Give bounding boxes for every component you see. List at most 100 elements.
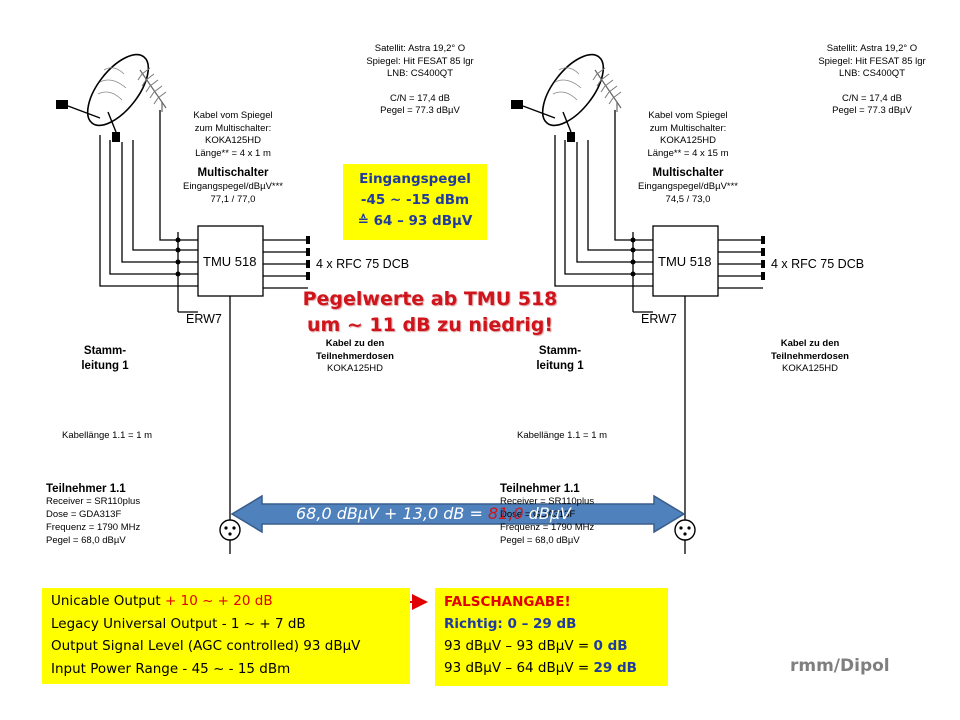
stamm-line2-left: leitung 1 bbox=[81, 360, 129, 372]
kabel-sub-right: zum Multischalter: bbox=[649, 122, 727, 134]
cn-left: C/N = 17,4 dB bbox=[390, 92, 450, 104]
pegelwerte-line2: um ~ 11 dB zu niedrig! bbox=[306, 314, 554, 336]
spiegel-left: Spiegel: Hit FESAT 85 lgr bbox=[366, 55, 474, 67]
multischalter-title-right: Multischalter bbox=[652, 167, 724, 179]
spiegel-right: Spiegel: Hit FESAT 85 lgr bbox=[818, 55, 926, 67]
kabel-info-left: Kabel vom Spiegel zum Multischalter: KOK… bbox=[168, 110, 298, 160]
teilnehmer-title-left: Teilnehmer 1.1 bbox=[46, 483, 126, 495]
kabel-title-right: Kabel vom Spiegel bbox=[648, 110, 728, 121]
stamm-line2-right: leitung 1 bbox=[536, 360, 584, 372]
tmu-box-left bbox=[197, 225, 264, 297]
calc2-a: 93 dBµV – 64 dBµV = bbox=[444, 660, 594, 676]
eingangspegel-label-right: Eingangspegel/dBµV*** bbox=[637, 181, 739, 192]
eingangspegel-value-left: 77,1 / 77,0 bbox=[210, 193, 256, 205]
correction-box: FALSCHANGABE! Richtig: 0 – 29 dB 93 dBµV… bbox=[435, 588, 668, 686]
credit-label: rmm/Dipol bbox=[790, 656, 890, 676]
tmu-label-left: TMU 518 bbox=[203, 254, 257, 269]
eingangspegel-value-right: 74,5 / 73,0 bbox=[665, 193, 711, 205]
teilnehmer-pegel-right: Pegel = 68,0 dBµV bbox=[500, 535, 580, 546]
rfc-label-left: 4 x RFC 75 DCB bbox=[316, 257, 410, 271]
input-range-line: Input Power Range - 45 ~ - 15 dBm bbox=[51, 660, 291, 677]
teilnehmer-right: Teilnehmer 1.1 Receiver = SR110plus Dose… bbox=[500, 483, 594, 547]
stamm-line1-left: Stamm- bbox=[83, 345, 127, 357]
calc2-line: 93 dBµV – 64 dBµV = 29 dB bbox=[444, 657, 668, 679]
pegelwerte-warning: Pegelwerte ab TMU 518 um ~ 11 dB zu nied… bbox=[290, 286, 570, 338]
kabel-sub-left: zum Multischalter: bbox=[194, 122, 272, 134]
rfc-label-right: 4 x RFC 75 DCB bbox=[771, 257, 865, 271]
junction-dots-left bbox=[175, 237, 181, 277]
eingangspegel-right: Eingangspegel/dBµV*** 74,5 / 73,0 bbox=[618, 181, 758, 206]
pegelwerte-line1: Pegelwerte ab TMU 518 bbox=[302, 288, 558, 310]
unicable-label: Unicable Output bbox=[51, 593, 165, 609]
lnb-right: LNB: CS400QT bbox=[839, 68, 905, 79]
teilnehmer-dose-left: Dose = GDA313F bbox=[46, 509, 122, 520]
kabel-zu-line2-right: Teilnehmerdosen bbox=[771, 350, 849, 362]
eingangspegel-box: Eingangspegel -45 ~ -15 dBm ≙ 64 – 93 dB… bbox=[343, 164, 487, 240]
kabel-info-right: Kabel vom Spiegel zum Multischalter: KOK… bbox=[623, 110, 753, 160]
outlet-icon-right bbox=[674, 519, 696, 554]
kabel-zu-line1-right: Kabel zu den bbox=[780, 338, 840, 349]
kabel-zu-left: Kabel zu den Teilnehmerdosen KOKA125HD bbox=[290, 338, 420, 376]
outlet-icon-left bbox=[219, 519, 241, 554]
kabel-title-left: Kabel vom Spiegel bbox=[193, 110, 273, 121]
erw-label-left: ERW7 bbox=[186, 312, 222, 326]
kabellaenge-left: Kabellänge 1.1 = 1 m bbox=[62, 430, 153, 441]
teilnehmer-receiver-right: Receiver = SR110plus bbox=[500, 496, 595, 507]
kabel-zu-line3-left: KOKA125HD bbox=[327, 363, 383, 374]
arrow-label: 68,0 dBµV + 13,0 dB = 81,0 dBµV bbox=[296, 504, 571, 523]
satellite-dish-icon-right bbox=[511, 53, 605, 142]
kabel-zu-right: Kabel zu den Teilnehmerdosen KOKA125HD bbox=[745, 338, 875, 376]
erw-label-right: ERW7 bbox=[641, 312, 677, 326]
satellit-left: Satellit: Astra 19,2° O bbox=[374, 43, 466, 54]
calc1-line: 93 dBµV – 93 dBµV = 0 dB bbox=[444, 635, 668, 657]
level-double-arrow bbox=[230, 494, 686, 534]
satellit-right: Satellit: Astra 19,2° O bbox=[826, 43, 918, 54]
teilnehmer-pegel-left: Pegel = 68,0 dBµV bbox=[46, 535, 126, 546]
teilnehmer-frequenz-right: Frequenz = 1790 MHz bbox=[500, 522, 595, 533]
unicable-value: + 10 ~ + 20 dB bbox=[165, 593, 273, 609]
teilnehmer-left: Teilnehmer 1.1 Receiver = SR110plus Dose… bbox=[46, 483, 140, 547]
laenge-right: Länge** = 4 x 15 m bbox=[647, 147, 729, 159]
terrestrial-antenna-icon-left bbox=[137, 67, 167, 112]
terrestrial-antenna-icon-right bbox=[592, 67, 622, 112]
spec-box: Unicable Output + 10 ~ + 20 dB Legacy Un… bbox=[42, 588, 410, 684]
input-cables-left bbox=[99, 110, 198, 313]
calc1-b: 0 dB bbox=[593, 638, 628, 654]
stammleitung-right: Stamm- leitung 1 bbox=[525, 344, 595, 374]
eingangspegel-box-dbuv: ≙ 64 – 93 dBµV bbox=[357, 213, 473, 229]
laenge-left: Länge** = 4 x 1 m bbox=[195, 147, 271, 159]
tmu-label-right: TMU 518 bbox=[658, 254, 712, 269]
satellite-dish-icon-left bbox=[56, 53, 150, 142]
pegel-left: Pegel = 77.3 dBµV bbox=[380, 105, 460, 116]
tmu-box-right bbox=[652, 225, 719, 297]
unicable-line: Unicable Output + 10 ~ + 20 dB bbox=[51, 590, 410, 613]
eingangspegel-box-dbm: -45 ~ -15 dBm bbox=[360, 192, 470, 208]
calc2-b: 29 dB bbox=[593, 660, 637, 676]
teilnehmer-dose-right: Dose = GDA313F bbox=[500, 509, 576, 520]
richtig-label: Richtig: 0 – 29 dB bbox=[444, 616, 577, 632]
kabel-type-left: KOKA125HD bbox=[205, 135, 261, 146]
kabel-zu-line3-right: KOKA125HD bbox=[782, 363, 838, 374]
calc1-a: 93 dBµV – 93 dBµV = bbox=[444, 638, 594, 654]
falschangabe-label: FALSCHANGABE! bbox=[444, 594, 571, 610]
eingangspegel-box-title: Eingangspegel bbox=[359, 171, 471, 187]
stammleitung-left: Stamm- leitung 1 bbox=[70, 344, 140, 374]
legacy-line: Legacy Universal Output - 1 ~ + 7 dB bbox=[51, 615, 306, 632]
kabellaenge-right: Kabellänge 1.1 = 1 m bbox=[517, 430, 608, 441]
multischalter-title-left: Multischalter bbox=[197, 167, 269, 179]
eingangspegel-left: Eingangspegel/dBµV*** 77,1 / 77,0 bbox=[163, 181, 303, 206]
kabel-zu-line2-left: Teilnehmerdosen bbox=[316, 350, 394, 362]
teilnehmer-receiver-left: Receiver = SR110plus bbox=[46, 496, 141, 507]
stamm-line1-right: Stamm- bbox=[538, 345, 582, 357]
arrow-text-b: dBµV bbox=[523, 504, 571, 523]
teilnehmer-frequenz-left: Frequenz = 1790 MHz bbox=[46, 522, 141, 533]
sat-info-right: Satellit: Astra 19,2° O Spiegel: Hit FES… bbox=[802, 43, 942, 118]
kabel-type-right: KOKA125HD bbox=[660, 135, 716, 146]
kabel-zu-line1-left: Kabel zu den bbox=[325, 338, 385, 349]
cn-right: C/N = 17,4 dB bbox=[842, 92, 902, 104]
terminators-right bbox=[761, 236, 765, 280]
arrow-text-red: 81,0 bbox=[487, 504, 524, 523]
lnb-left: LNB: CS400QT bbox=[387, 68, 453, 79]
output-cables-right bbox=[684, 239, 763, 520]
